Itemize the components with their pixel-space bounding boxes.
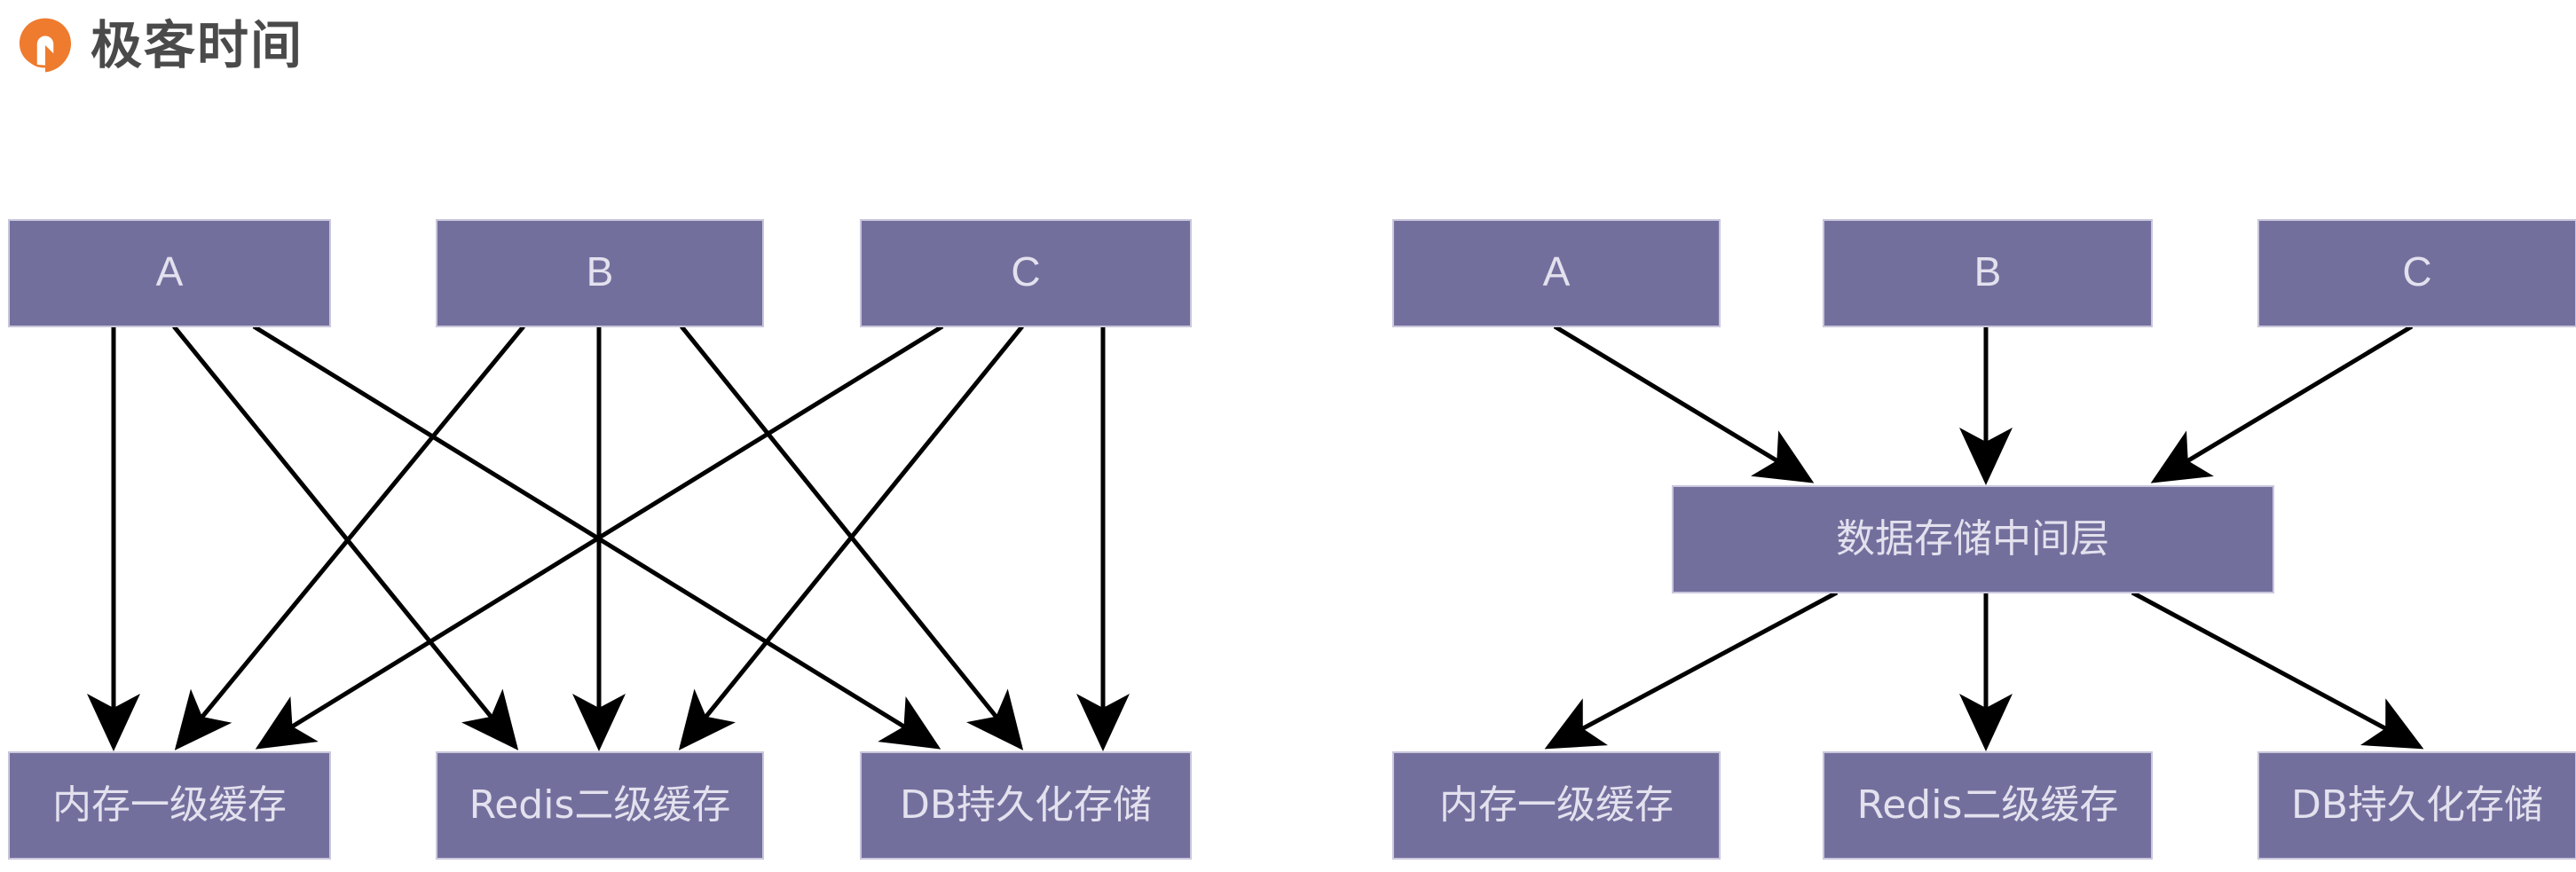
right-source-b-label: B bbox=[1974, 248, 2002, 295]
left-source-c-label: C bbox=[1011, 248, 1040, 295]
edge-C-to-redis bbox=[678, 325, 1024, 750]
left-store-redis-label: Redis二级缓存 bbox=[469, 782, 731, 828]
right-source-node-c[interactable]: C bbox=[2257, 219, 2576, 327]
left-store-node-memory[interactable]: 内存一级缓存 bbox=[8, 751, 331, 860]
right-store-node-redis[interactable]: Redis二级缓存 bbox=[1823, 751, 2153, 860]
brand-header: 极客时间 bbox=[16, 11, 303, 80]
left-source-b-label: B bbox=[587, 248, 614, 295]
right-source-a-label: A bbox=[1543, 248, 1571, 295]
right-store-node-db[interactable]: DB持久化存储 bbox=[2257, 751, 2576, 860]
edge-A-to-redis bbox=[172, 325, 519, 750]
right-panel-edges bbox=[1544, 324, 2424, 751]
left-store-memory-label: 内存一级缓存 bbox=[52, 782, 287, 828]
right-store-node-memory[interactable]: 内存一级缓存 bbox=[1392, 751, 1721, 860]
edge-middleware-to-memory bbox=[1544, 590, 1839, 750]
edge-C-to-memory bbox=[255, 324, 944, 750]
right-source-c-label: C bbox=[2402, 248, 2431, 295]
left-source-node-b[interactable]: B bbox=[436, 219, 764, 327]
left-source-node-a[interactable]: A bbox=[8, 219, 331, 327]
left-source-a-label: A bbox=[156, 248, 184, 295]
left-store-db-label: DB持久化存储 bbox=[900, 782, 1152, 828]
right-source-node-b[interactable]: B bbox=[1823, 219, 2153, 327]
edge-RA-to-middleware bbox=[1553, 324, 1815, 483]
right-source-node-a[interactable]: A bbox=[1392, 219, 1721, 327]
edge-B-to-memory bbox=[174, 325, 525, 750]
right-middleware-node[interactable]: 数据存储中间层 bbox=[1672, 485, 2274, 593]
right-store-db-label: DB持久化存储 bbox=[2291, 782, 2543, 828]
left-panel-edges bbox=[87, 324, 1130, 751]
right-store-memory-label: 内存一级缓存 bbox=[1439, 782, 1674, 828]
edge-A-to-db bbox=[252, 324, 941, 750]
right-store-redis-label: Redis二级缓存 bbox=[1857, 782, 2119, 828]
edge-middleware-to-db bbox=[2131, 590, 2424, 750]
left-store-node-db[interactable]: DB持久化存储 bbox=[860, 751, 1192, 860]
brand-name: 极客时间 bbox=[91, 15, 304, 75]
edge-RC-to-middleware bbox=[2150, 324, 2414, 483]
right-middleware-label: 数据存储中间层 bbox=[1836, 516, 2109, 562]
left-source-node-c[interactable]: C bbox=[860, 219, 1192, 327]
left-store-node-redis[interactable]: Redis二级缓存 bbox=[436, 751, 764, 860]
geektime-logo-icon bbox=[19, 18, 72, 73]
